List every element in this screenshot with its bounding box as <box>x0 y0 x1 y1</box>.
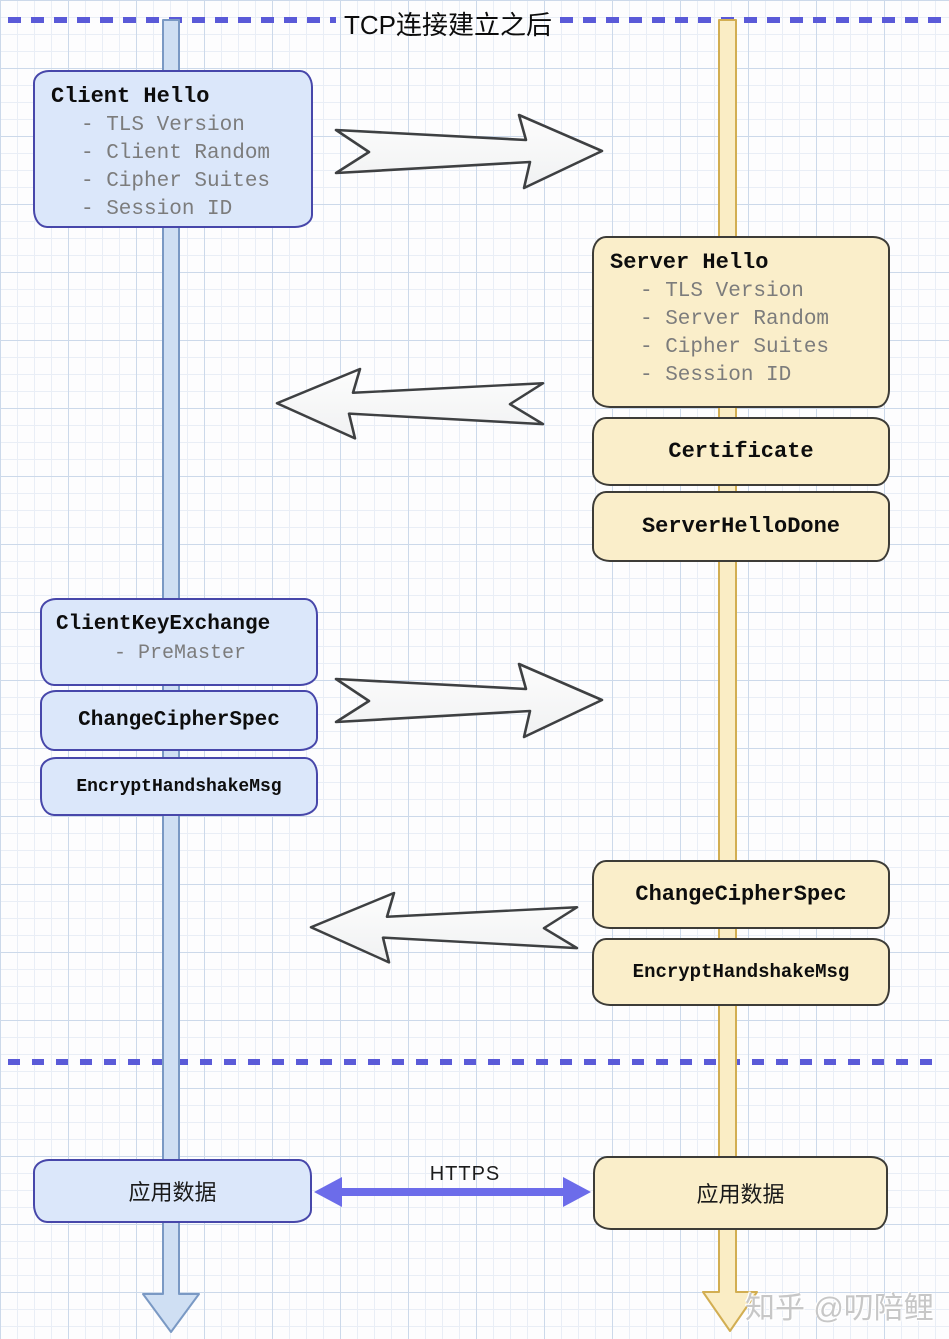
server-lifeline <box>702 19 758 1332</box>
server-hello-done-box: ServerHelloDone <box>592 491 890 562</box>
client-hello-item: - Cipher Suites <box>81 170 271 193</box>
client-encrypt-handshake-box: EncryptHandshakeMsg <box>40 757 318 816</box>
server-app-data-label: 应用数据 <box>696 1182 785 1207</box>
client-hello-item: - Client Random <box>81 142 271 165</box>
arrow-client-hello-right <box>334 113 604 190</box>
server-encrypt-handshake-box: EncryptHandshakeMsg <box>592 938 890 1006</box>
client-change-cipher-spec-label: ChangeCipherSpec <box>78 709 280 732</box>
server-hello-box: Server Hello - TLS Version - Server Rand… <box>592 236 890 408</box>
client-key-exchange-box: ClientKeyExchange - PreMaster <box>40 598 318 686</box>
server-app-data-box: 应用数据 <box>593 1156 888 1230</box>
server-change-cipher-spec-label: ChangeCipherSpec <box>635 882 847 907</box>
client-hello-title: Client Hello <box>51 84 210 109</box>
arrow-server-hello-left <box>275 367 545 440</box>
client-encrypt-handshake-label: EncryptHandshakeMsg <box>76 776 282 797</box>
diagram-title: TCP连接建立之后 <box>343 10 552 40</box>
client-app-data-box: 应用数据 <box>33 1159 312 1223</box>
server-hello-item: - Cipher Suites <box>640 336 830 359</box>
client-change-cipher-spec-box: ChangeCipherSpec <box>40 690 318 751</box>
server-hello-item: - TLS Version <box>640 280 804 303</box>
server-change-cipher-spec-box: ChangeCipherSpec <box>592 860 890 929</box>
https-double-arrow <box>314 1177 591 1207</box>
server-hello-item: - Server Random <box>640 308 830 331</box>
client-hello-item: - TLS Version <box>81 114 245 137</box>
watermark: 知乎 @叨陪鲤 <box>745 1292 934 1325</box>
arrow-server-finish-left <box>309 891 579 964</box>
server-hello-title: Server Hello <box>610 250 769 275</box>
client-key-exchange-title: ClientKeyExchange <box>56 613 271 636</box>
certificate-label: Certificate <box>668 439 814 464</box>
client-hello-item: - Session ID <box>81 198 233 221</box>
server-hello-item: - Session ID <box>640 364 792 387</box>
https-label: HTTPS <box>429 1163 501 1185</box>
client-app-data-label: 应用数据 <box>128 1180 217 1205</box>
server-hello-done-label: ServerHelloDone <box>641 514 841 539</box>
arrow-client-finish-right <box>334 662 604 739</box>
client-key-exchange-item: - PreMaster <box>114 642 247 665</box>
server-encrypt-handshake-label: EncryptHandshakeMsg <box>632 961 850 983</box>
certificate-box: Certificate <box>592 417 890 486</box>
client-hello-box: Client Hello - TLS Version - Client Rand… <box>33 70 313 228</box>
